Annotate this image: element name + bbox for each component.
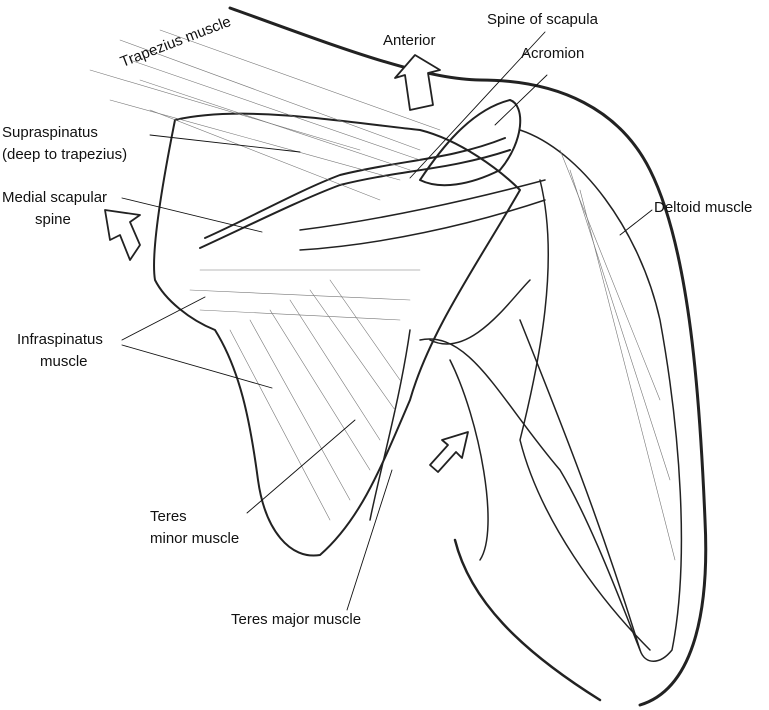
- anterior-arrow: [394, 54, 441, 111]
- label-teres-minor-2: minor muscle: [150, 530, 240, 547]
- teres-major-band: [369, 279, 531, 561]
- label-infraspinatus-2: muscle: [40, 353, 88, 370]
- arm-inner-outline: [453, 538, 602, 702]
- scapular-spine: [199, 137, 511, 249]
- label-deltoid-muscle: Deltoid muscle: [654, 199, 753, 216]
- label-spine-of-scapula: Spine of scapula: [487, 11, 598, 28]
- acromion: [419, 99, 522, 187]
- label-anterior: Anterior: [383, 32, 436, 49]
- label-infraspinatus: Infraspinatus: [17, 331, 103, 348]
- humerus: [519, 179, 651, 651]
- label-supraspinatus: Supraspinatus: [2, 124, 98, 141]
- inferior-arrow: [429, 431, 469, 473]
- label-supraspinatus-note: (deep to trapezius): [2, 146, 128, 163]
- label-teres-minor: Teres: [150, 508, 187, 525]
- muscle-fibers: [89, 29, 676, 561]
- medial-arrow: [104, 209, 141, 261]
- label-medial-scapular-spine: Medial scapular: [2, 189, 108, 206]
- label-acromion: Acromion: [521, 45, 585, 62]
- label-teres-major-muscle: Teres major muscle: [231, 611, 362, 628]
- deltoid-muscle: [519, 129, 683, 662]
- long-head-triceps: [419, 338, 641, 651]
- teres-band-upper: [299, 179, 546, 251]
- label-medial-scapular-spine-2: spine: [35, 211, 71, 228]
- scapula-outline: [153, 112, 521, 557]
- leader-lines: [121, 31, 653, 611]
